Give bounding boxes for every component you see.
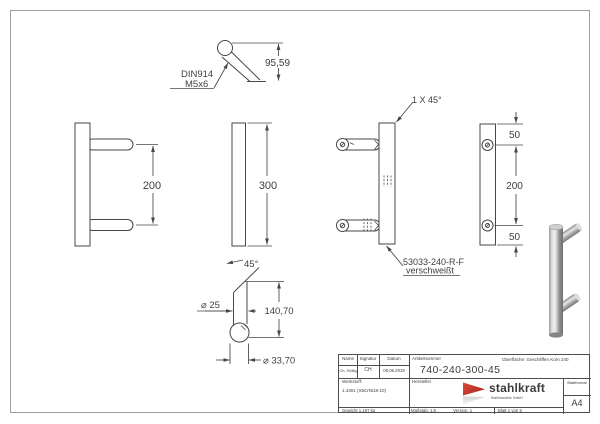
note-1x45: 1 X 45° — [412, 95, 442, 105]
dim-dia-33-70: ⌀ 33,70 — [263, 356, 295, 367]
werkstoff-value: 1.4301 (X5CrNi18-10) — [342, 387, 387, 393]
divider — [409, 355, 410, 414]
back-view — [479, 112, 523, 257]
divider — [339, 378, 591, 379]
divider — [357, 355, 358, 378]
dim-50-top: 50 — [509, 130, 521, 141]
name-value: Ch. Höllig — [339, 368, 357, 373]
dim-200-back: 200 — [506, 181, 523, 192]
dim-95-59: 95,59 — [265, 58, 290, 69]
front-view — [231, 122, 272, 247]
weld-view — [336, 101, 460, 276]
dim-dia-25: ⌀ 25 — [201, 300, 220, 311]
stahlkraft-logo-reflection-icon — [463, 396, 486, 405]
signatur-label: Signatur — [359, 356, 377, 361]
divider — [339, 407, 563, 408]
logo-tagline: Stahlhandels GmbH — [491, 395, 523, 400]
divider — [494, 407, 495, 414]
screw-detail-view — [170, 40, 283, 89]
note-part-number: 53033-240-R-F — [403, 257, 465, 267]
dim-200-side: 200 — [143, 180, 161, 192]
artikelnummer-value: 740-240-300-45 — [420, 364, 501, 376]
blattformat-label: Blattformat — [567, 380, 587, 385]
dim-140-70: 140,70 — [264, 306, 293, 317]
handle-3d-render — [548, 223, 583, 338]
title-block: Name Signatur Datum Ch. Höllig CH 06.06.… — [338, 354, 591, 414]
dim-45deg: 45° — [244, 259, 259, 270]
version-text: Version: 1 — [453, 407, 473, 413]
datum-value: 06.06.2019 — [383, 368, 405, 373]
stahlkraft-logo-text: stahlkraft — [489, 381, 546, 395]
end-detail-view — [197, 259, 284, 364]
signatur-value: CH — [364, 367, 372, 373]
stahlkraft-logo-icon — [463, 382, 486, 396]
divider — [339, 365, 409, 366]
side-view — [74, 122, 158, 247]
blattformat-value: A4 — [571, 398, 583, 408]
screw-note-din914: DIN914 — [181, 69, 213, 80]
sheet-frame — [10, 10, 590, 413]
note-verschweisst: verschweißt — [406, 266, 455, 276]
massstab-text: Maßstab: 1:5 — [411, 407, 437, 413]
name-label: Name — [341, 356, 354, 361]
werkstoff-label: Werkstoff: — [342, 379, 363, 384]
dim-300: 300 — [259, 180, 277, 192]
gewicht-text: Gewicht 1.197 kg — [342, 407, 376, 413]
oberflaeche-text: Oberfläche: Geschliffen Korn 240 — [502, 357, 569, 362]
hersteller-label: Hersteller — [412, 379, 432, 384]
screw-note-m5x6: M5x6 — [185, 79, 208, 90]
datum-label: Datum — [387, 356, 401, 361]
divider — [563, 395, 591, 396]
dim-50-bottom: 50 — [509, 232, 521, 243]
divider — [379, 355, 380, 378]
artikelnummer-label: Artikelnummer — [412, 356, 442, 361]
blatt-text: Blatt 1 von 5 — [498, 407, 522, 413]
